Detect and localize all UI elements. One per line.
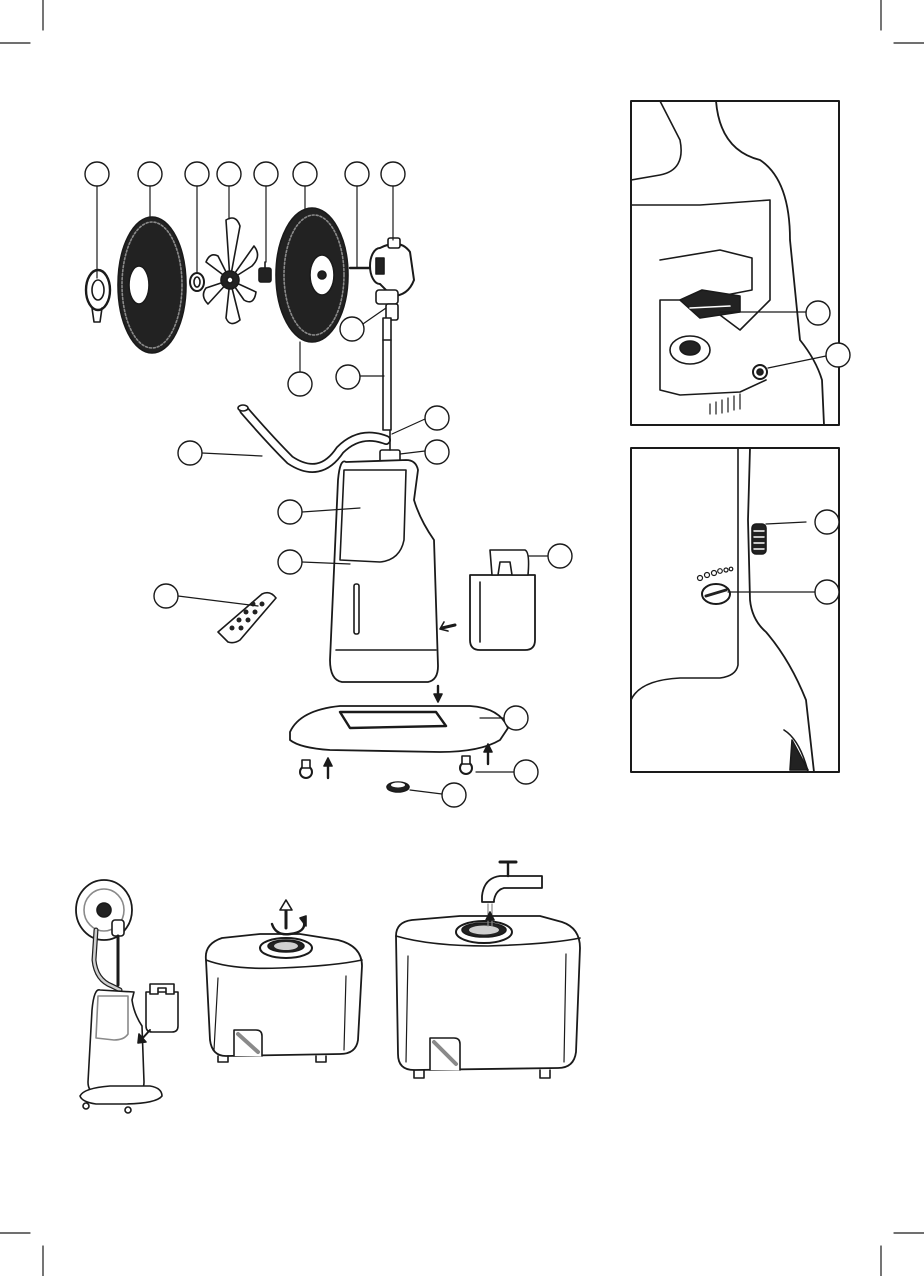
detail-top-callout-2: [826, 343, 850, 367]
callout-10: [288, 372, 312, 396]
callout-1: [85, 162, 109, 186]
callout-20: [514, 760, 538, 784]
rear-grille-part: [276, 208, 348, 342]
detail-bottom-callout-1: [815, 510, 839, 534]
spinner-part: [190, 273, 204, 291]
front-nut-part: [86, 270, 110, 322]
callout-12: [425, 406, 449, 430]
step-fill-tank: [396, 862, 580, 1078]
level-indicator-dots: [698, 567, 733, 580]
step-remove-tank: [76, 880, 178, 1113]
water-tank-part: [440, 550, 535, 650]
detail-top-callout-1: [806, 301, 830, 325]
callout-13: [425, 440, 449, 464]
motor-part: [350, 238, 414, 320]
callout-21: [442, 783, 466, 807]
callout-8: [381, 162, 405, 186]
base-part: [290, 706, 508, 752]
remote-control-icon: [218, 593, 276, 643]
callout-14: [178, 441, 202, 465]
detail-top-panel: [631, 101, 850, 425]
callout-18: [154, 584, 178, 608]
step-open-cap: [206, 900, 362, 1062]
detail-bottom-callout-2: [815, 580, 839, 604]
callout-5: [254, 162, 278, 186]
callout-7: [345, 162, 369, 186]
callout-17: [548, 544, 572, 568]
exploded-view: [85, 162, 572, 807]
rotate-arrow-icon: [272, 900, 306, 934]
upper-pole-part: [383, 318, 391, 430]
base-nut-part: [387, 782, 409, 792]
detail-bottom-panel: [631, 448, 839, 772]
nozzle-nut-part: [259, 262, 271, 282]
water-hose-part: [238, 405, 386, 468]
main-body-part: [330, 460, 438, 682]
callout-4: [217, 162, 241, 186]
callout-16: [278, 550, 302, 574]
callout-2: [138, 162, 162, 186]
callout-6: [293, 162, 317, 186]
callout-11: [336, 365, 360, 389]
fan-blade-part: [203, 218, 257, 324]
callout-15: [278, 500, 302, 524]
front-grille-part: [118, 217, 186, 353]
callout-19: [504, 706, 528, 730]
callout-3: [185, 162, 209, 186]
callout-9: [340, 317, 364, 341]
